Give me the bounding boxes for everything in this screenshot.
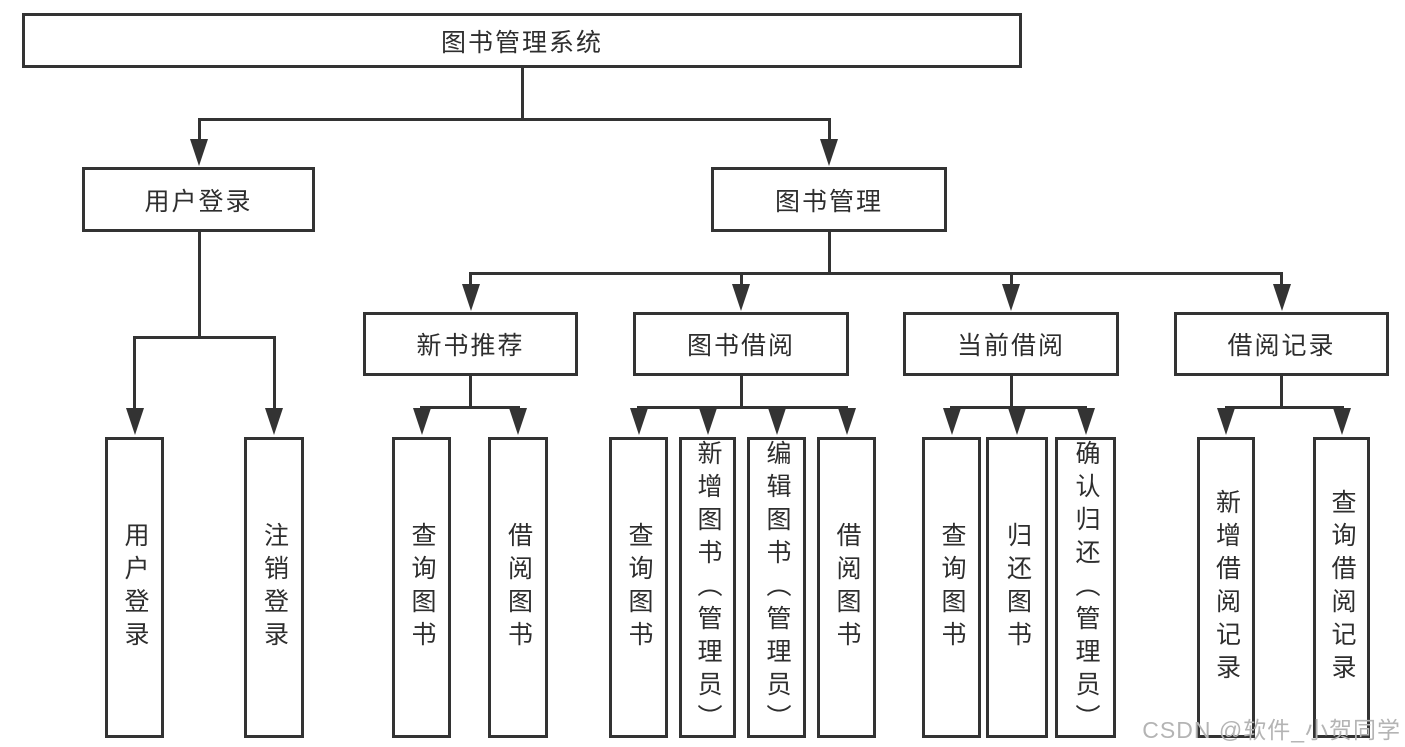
node-leaf-query-books-borrowing: 查询图书	[609, 437, 668, 738]
node-leaf-borrow-books-recommend: 借阅图书	[488, 437, 548, 738]
connector-line	[469, 275, 472, 286]
arrow-down-icon	[1076, 408, 1095, 435]
node-leaf-borrow-books: 借阅图书	[817, 437, 876, 738]
connector-line	[1280, 275, 1283, 286]
connector-line	[827, 121, 831, 144]
connector-line	[827, 232, 831, 275]
connector-line	[739, 376, 743, 409]
connector-line	[1224, 406, 1344, 409]
arrow-down-icon	[1217, 408, 1235, 435]
arrow-down-icon	[837, 408, 856, 435]
node-user-login: 用户登录	[82, 167, 315, 232]
node-new-book-recommend: 新书推荐	[363, 312, 578, 376]
watermark: CSDN @软件_小贺同学	[1142, 717, 1401, 743]
node-leaf-query-books-recommend: 查询图书	[392, 437, 451, 738]
arrow-down-icon	[190, 139, 208, 166]
connector-line	[739, 275, 743, 286]
arrow-down-icon	[1002, 284, 1020, 311]
arrow-down-icon	[1332, 408, 1351, 435]
arrow-down-icon	[509, 408, 527, 435]
connector-line	[637, 406, 848, 409]
connector-line	[197, 118, 831, 121]
node-leaf-return-books: 归还图书	[986, 437, 1048, 738]
arrow-down-icon	[265, 408, 283, 435]
node-current-borrowing: 当前借阅	[903, 312, 1119, 376]
connector-line	[133, 339, 136, 411]
connector-line	[1280, 376, 1283, 409]
connector-line	[420, 406, 520, 409]
arrow-down-icon	[942, 408, 961, 435]
node-leaf-query-books-current: 查询图书	[922, 437, 981, 738]
connector-line	[197, 232, 201, 339]
connector-line	[1009, 376, 1013, 409]
arrow-down-icon	[461, 284, 480, 311]
arrow-down-icon	[820, 139, 838, 166]
connector-line	[272, 339, 276, 411]
arrow-down-icon	[629, 408, 648, 435]
arrow-down-icon	[698, 408, 717, 435]
node-leaf-logout: 注销登录	[244, 437, 304, 738]
node-leaf-add-borrow-record: 新增借阅记录	[1197, 437, 1255, 738]
node-borrowing-records: 借阅记录	[1174, 312, 1389, 376]
connector-line	[469, 376, 472, 409]
connector-line	[133, 336, 276, 339]
connector-line	[950, 406, 1087, 409]
connector-line	[469, 272, 1283, 275]
arrow-down-icon	[412, 408, 431, 435]
node-leaf-confirm-return-admin: 确认归还（管理员）	[1055, 437, 1116, 738]
node-leaf-edit-books-admin: 编辑图书（管理员）	[747, 437, 806, 738]
node-leaf-query-borrow-record: 查询借阅记录	[1313, 437, 1370, 738]
arrow-down-icon	[125, 408, 144, 435]
node-library-system: 图书管理系统	[22, 13, 1022, 68]
arrow-down-icon	[1008, 408, 1026, 435]
connector-line	[1009, 275, 1013, 286]
node-leaf-add-books-admin: 新增图书（管理员）	[679, 437, 736, 738]
connector-line	[520, 68, 524, 121]
node-book-borrowing: 图书借阅	[633, 312, 849, 376]
connector-line	[197, 121, 201, 144]
arrow-down-icon	[1272, 284, 1291, 311]
arrow-down-icon	[732, 284, 750, 311]
arrow-down-icon	[767, 408, 786, 435]
node-book-management: 图书管理	[711, 167, 947, 232]
node-leaf-user-login: 用户登录	[105, 437, 164, 738]
